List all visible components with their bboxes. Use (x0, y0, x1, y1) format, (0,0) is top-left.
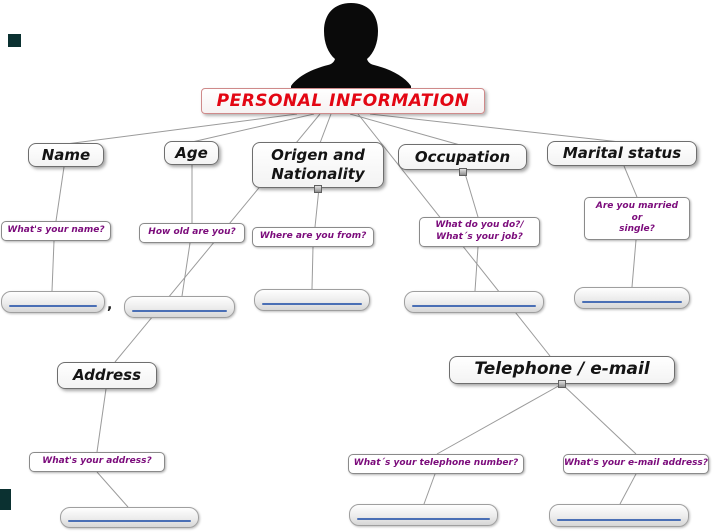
question-origin[interactable]: Where are you from? (252, 227, 374, 247)
answer-field-name[interactable] (1, 291, 105, 313)
answer-field-telephone[interactable] (349, 504, 498, 526)
writing-line (357, 518, 490, 520)
question-telephone[interactable]: What´s your telephone number? (348, 454, 524, 474)
writing-line (557, 519, 681, 521)
scan-artifact-bottom-left (0, 489, 11, 510)
writing-line (582, 301, 682, 303)
answer-field-address[interactable] (60, 507, 199, 528)
answer-field-email[interactable] (549, 504, 689, 527)
connector-knob-origin[interactable] (314, 185, 322, 193)
writing-line (9, 305, 97, 307)
comma-mark: , (107, 297, 113, 313)
node-age[interactable]: Age (164, 141, 219, 165)
answer-field-occupation[interactable] (404, 291, 544, 313)
writing-line (68, 520, 191, 522)
answer-field-origin[interactable] (254, 289, 370, 311)
question-age[interactable]: How old are you? (139, 223, 245, 243)
question-name[interactable]: What's your name? (1, 221, 111, 241)
connector-knob-telephone[interactable] (558, 380, 566, 388)
node-marital-status[interactable]: Marital status (547, 141, 697, 166)
writing-line (262, 303, 362, 305)
scan-artifact-top-left (8, 34, 21, 47)
connector-knob-occupation[interactable] (459, 168, 467, 176)
question-marital[interactable]: Are you married or single? (584, 197, 690, 240)
question-address[interactable]: What's your address? (29, 452, 165, 472)
node-name[interactable]: Name (28, 143, 104, 167)
node-origin-nationality[interactable]: Origen and Nationality (252, 142, 384, 188)
writing-line (132, 310, 227, 312)
person-silhouette-icon (291, 3, 411, 89)
answer-field-age[interactable] (124, 296, 235, 318)
answer-field-marital[interactable] (574, 287, 690, 309)
node-address[interactable]: Address (57, 362, 157, 389)
node-telephone-email[interactable]: Telephone / e-mail (449, 356, 675, 384)
title-node[interactable]: PERSONAL INFORMATION (201, 88, 485, 114)
question-email[interactable]: What's your e-mail address? (563, 454, 709, 474)
node-occupation[interactable]: Occupation (398, 144, 527, 170)
question-occupation[interactable]: What do you do?/ What´s your job? (419, 217, 540, 247)
writing-line (412, 305, 536, 307)
